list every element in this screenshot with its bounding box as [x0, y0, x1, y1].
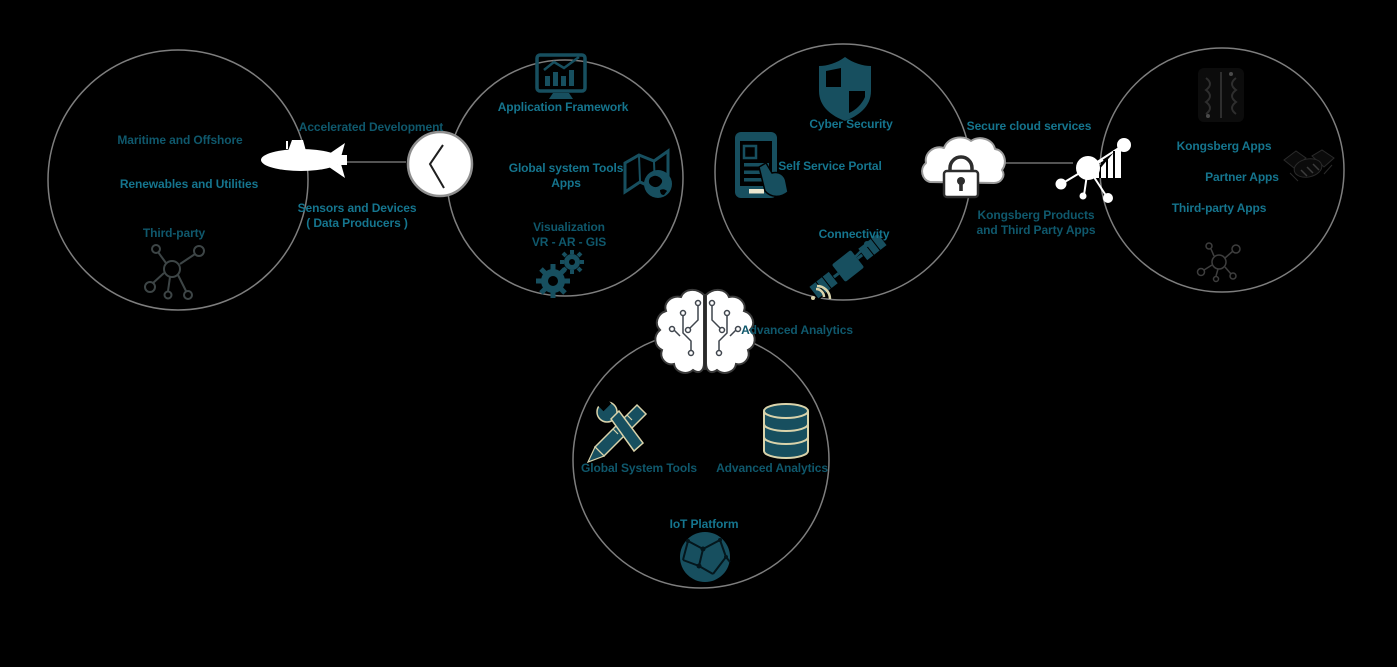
- cloud-lock-icon: [921, 136, 1006, 199]
- global-system-tools-label: Global System Tools: [581, 461, 697, 475]
- brain-circuit-icon: [654, 288, 756, 374]
- secure-cloud-services-label: Secure cloud services: [966, 119, 1092, 133]
- accelerated-development-label: Accelerated Development: [298, 120, 444, 134]
- handshake-icon: [1283, 149, 1335, 182]
- producers-circle: [47, 49, 309, 311]
- visualization-label: Visualization VR - AR - GIS: [531, 220, 607, 249]
- globe-network-icon: [680, 532, 731, 582]
- application-framework-label: Application Framework: [497, 100, 629, 114]
- hub-chart-icon: [1055, 138, 1131, 203]
- self-service-portal-label: Self Service Portal: [778, 159, 882, 173]
- network-nodes-thin-icon: [1196, 242, 1241, 283]
- cyber-security-label: Cyber Security: [809, 117, 893, 131]
- gears-icon: [536, 250, 584, 298]
- sensors-devices-label: Sensors and Devices ( Data Producers ): [297, 201, 417, 230]
- advanced-analytics-top-label: Advanced Analytics: [741, 323, 853, 337]
- monitor-chart-icon: [535, 53, 587, 99]
- database-icon: [763, 403, 809, 459]
- network-nodes-icon: [144, 244, 205, 300]
- third-party-apps-label: Third-party Apps: [1171, 201, 1267, 215]
- kongsberg-products-label: Kongsberg Products and Third Party Apps: [976, 208, 1096, 237]
- global-system-tools-apps-label: Global system Tools Apps: [508, 161, 624, 190]
- partner-apps-label: Partner Apps: [1205, 170, 1279, 184]
- shield-icon: [819, 57, 871, 121]
- iot-platform-label: IoT Platform: [669, 517, 739, 531]
- kongsberg-logo-icon: [1198, 68, 1244, 122]
- renewables-utilities-label: Renewables and Utilities: [119, 177, 259, 191]
- map-globe-icon: [623, 148, 672, 198]
- third-party-label: Third-party: [142, 226, 206, 240]
- submarine-icon: [261, 140, 347, 178]
- advanced-analytics-mid-label: Advanced Analytics: [716, 461, 828, 475]
- tools-icon: [586, 395, 648, 464]
- maritime-offshore-label: Maritime and Offshore: [117, 133, 243, 147]
- phone-hand-icon: [735, 132, 789, 198]
- clock-icon: [406, 130, 474, 198]
- connectivity-label: Connectivity: [818, 227, 890, 241]
- kongsberg-apps-label: Kongsberg Apps: [1176, 139, 1272, 153]
- satellite-icon: [807, 231, 889, 301]
